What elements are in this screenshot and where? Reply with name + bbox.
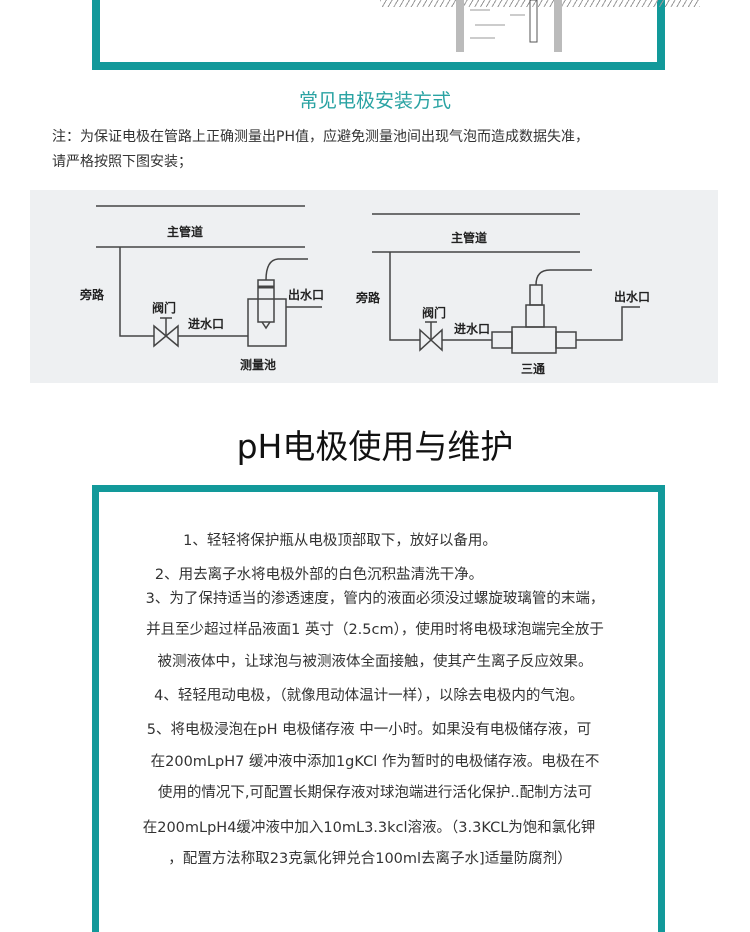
maintenance-line: ，配置方法称取23克氯化钾兑合100ml去离子水]适量防腐剂）	[168, 851, 572, 867]
maintenance-box	[92, 485, 665, 932]
note-line: 请严格按照下图安装；	[52, 154, 192, 170]
label-outlet: 出水口	[288, 288, 325, 302]
maintenance-line: 3、为了保持适当的渗透速度，管内的液面必须没过螺旋玻璃管的末端，	[145, 591, 605, 607]
label-inlet: 进水口	[454, 322, 491, 336]
installation-section-title: 常见电极安装方式	[298, 90, 451, 112]
label-bypass: 旁路	[356, 291, 381, 305]
label-tee: 三通	[521, 362, 546, 376]
top-image-frame	[92, 0, 665, 70]
label-valve: 阀门	[152, 301, 177, 315]
maintenance-line: 4、轻轻甩动电极，（就像甩动体温计一样），以除去电极内的气泡。	[154, 688, 584, 704]
maintenance-line: 在200mLpH7 缓冲液中添加1gKCl 作为暂时的电极储存液。电极在不	[150, 754, 600, 770]
maintenance-title: pH电极使用与维护	[236, 427, 514, 466]
label-inlet: 进水口	[188, 317, 225, 331]
label-main-pipe: 主管道	[167, 225, 204, 239]
maintenance-line: 使用的情况下,可配置长期保存液对球泡端进行活化保护..配制方法可	[157, 785, 593, 801]
top-diagram-fragment	[380, 0, 700, 7]
maintenance-line: 2、用去离子水将电极外部的白色沉积盐清洗干净。	[154, 567, 484, 583]
label-main-pipe: 主管道	[451, 231, 488, 245]
maintenance-line: 5、将电极浸泡在pH 电极储存液 中一小时。如果没有电极储存液，可	[146, 722, 592, 738]
maintenance-line: 并且至少超过样品液面1 英寸（2.5cm），使用时将电极球泡端完全放于	[146, 622, 604, 638]
label-bypass: 旁路	[80, 288, 105, 302]
installation-diagram: 主管道 旁路 阀门 进水口 出水口 测量池 主管道 旁路 阀门 进水口 出水口 …	[30, 190, 718, 383]
maintenance-line: 被测液体中，让球泡与被测液体全面接触，使其产生离子反应效果。	[157, 654, 593, 670]
maintenance-line: 1、轻轻将保护瓶从电极顶部取下，放好以备用。	[183, 533, 497, 549]
note-line: 注：为保证电极在管路上正确测量出PH值，应避免测量池间出现气泡而造成数据失准，	[52, 129, 589, 145]
electrode-tank-illustration	[456, 0, 562, 52]
label-outlet: 出水口	[614, 290, 651, 304]
piping-schematic	[96, 205, 640, 354]
label-measuring-cell: 测量池	[240, 358, 277, 372]
label-valve: 阀门	[422, 306, 447, 320]
maintenance-line: 在200mLpH4缓冲液中加入10mL3.3kcl溶液。（3.3KCL为饱和氯化…	[142, 820, 596, 836]
